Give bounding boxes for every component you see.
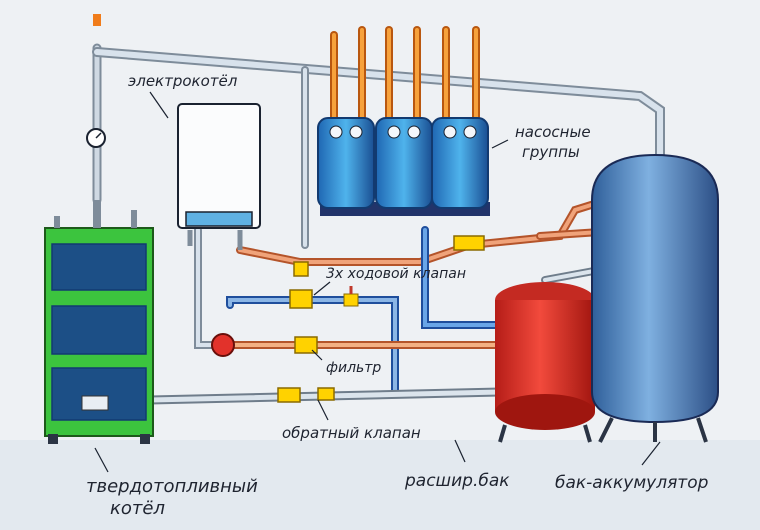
check-valve-icon [277, 387, 335, 403]
solid-fuel-boiler [44, 200, 154, 444]
filter-icon [294, 336, 318, 354]
pressure-gauge-icon [86, 128, 106, 148]
pump-unit-1 [317, 117, 375, 209]
label-check-valve: обратный клапан [282, 424, 421, 442]
label-solid-fuel-boiler-2: котёл [110, 498, 165, 519]
pump-unit-2 [375, 117, 433, 209]
circulation-pump-icon [211, 333, 235, 357]
label-expansion-tank: расшир.бак [404, 471, 510, 491]
pump-unit-3 [431, 117, 489, 209]
label-pump-groups-2: группы [522, 143, 580, 161]
label-filter: фильтр [326, 360, 381, 376]
pump-groups [317, 26, 490, 216]
label-three-way-valve: 3х ходовой клапан [326, 266, 466, 282]
three-way-valve-icon [289, 261, 313, 309]
drain-valve-icon [453, 235, 485, 251]
label-solid-fuel-boiler-1: твердотопливный [86, 476, 258, 497]
accumulator-tank [591, 153, 719, 443]
expansion-tank [495, 282, 595, 443]
valve-icon [343, 286, 359, 307]
label-pump-groups-1: насосные [515, 123, 591, 141]
leader-lines [94, 91, 661, 473]
floor [0, 440, 760, 530]
label-electric-boiler: электрокотёл [128, 72, 238, 90]
label-accumulator-tank: бак-аккумулятор [555, 473, 709, 493]
riser-pipes [330, 26, 480, 122]
safety-valve-icon [93, 14, 101, 26]
electric-boiler [177, 103, 261, 250]
